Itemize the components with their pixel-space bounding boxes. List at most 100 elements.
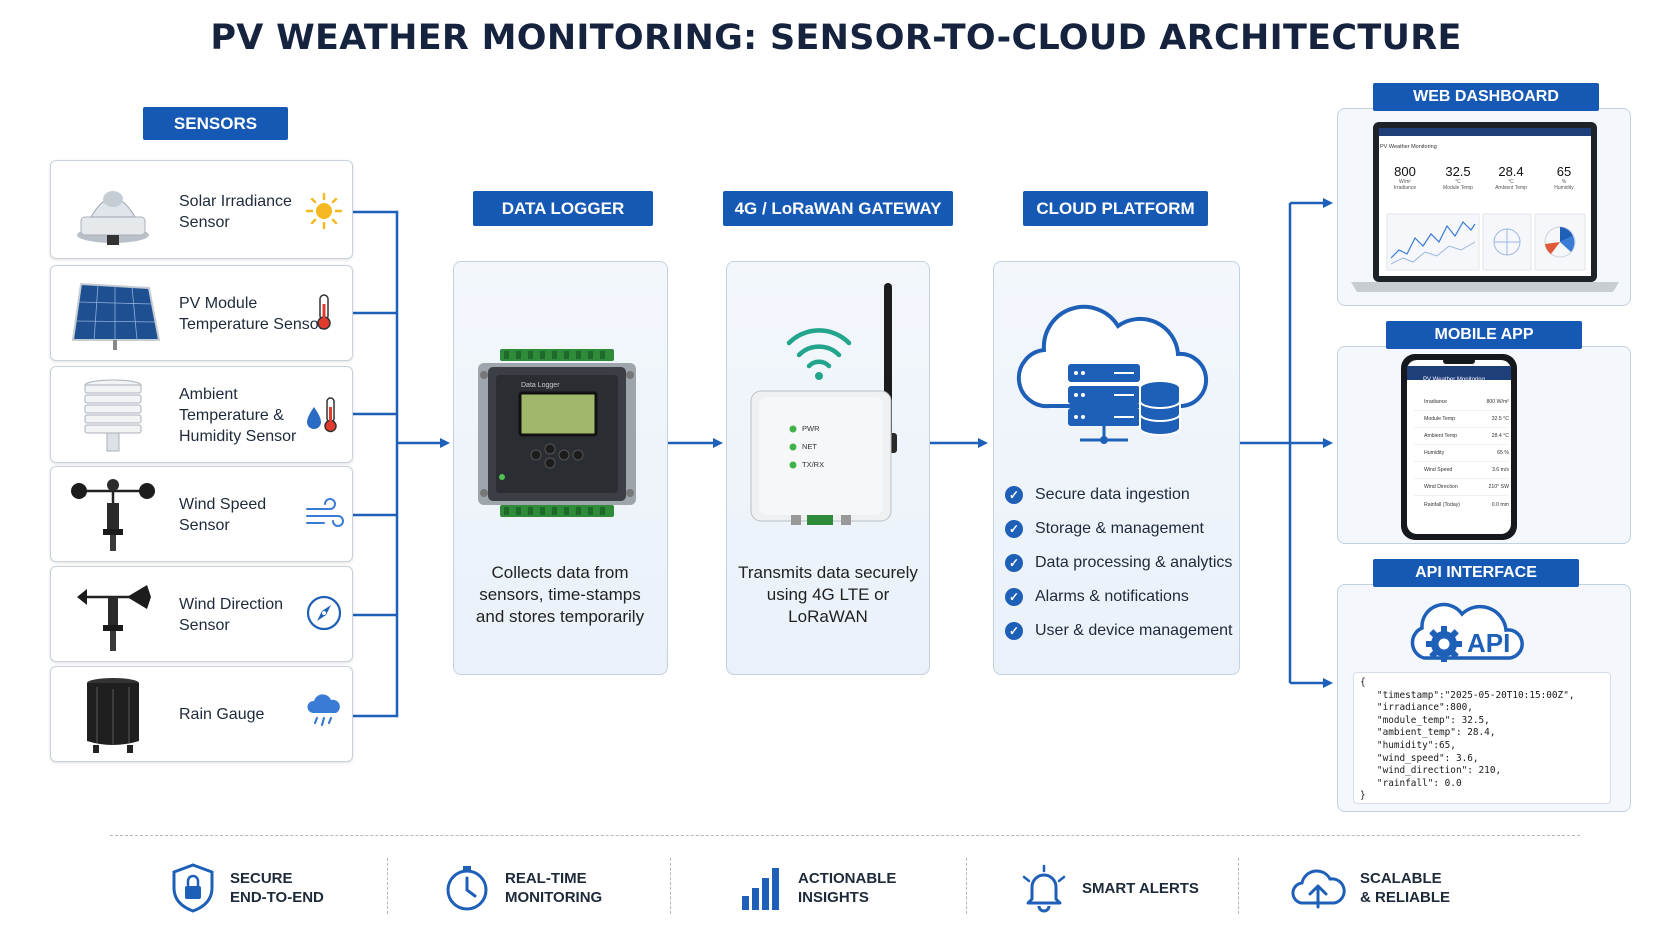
row-value: 210° SW [1488, 484, 1509, 490]
footer-scalable: SCALABLE & RELIABLE [1290, 860, 1450, 916]
footer-divider [110, 835, 1580, 836]
kpi-label: Ambient Temp [1495, 185, 1527, 191]
feature-label: Storage & management [1035, 520, 1204, 537]
phone-image [1401, 354, 1517, 540]
api-json-sample: { "timestamp":"2025-05-20T10:15:00Z", "i… [1353, 672, 1611, 804]
row-label: Humidity [1424, 450, 1445, 456]
gateway-tag: 4G / LoRaWAN GATEWAY [723, 191, 953, 226]
api-interface-tag: API INTERFACE [1373, 559, 1579, 587]
data-logger-description: Collects data from sensors, time-stamps … [475, 563, 645, 626]
row-value: 0.0 mm [1491, 501, 1509, 508]
clock-icon [446, 866, 488, 911]
radiation-shield-image [84, 379, 142, 452]
sensor-card-wind-direction: Wind Direction Sensor [50, 566, 353, 662]
row-value: 32.5 °C [1491, 416, 1509, 422]
solar-panel-image [71, 282, 161, 350]
sensor-label: Wind Speed Sensor [179, 496, 267, 534]
sensor-label: Rain Gauge [179, 706, 265, 723]
row-label: Irradiance [1424, 399, 1448, 405]
kpi-card: 800 W/m² Irradiance [1380, 164, 1430, 191]
feature-label: Data processing & analytics [1035, 554, 1233, 571]
footer-separator [966, 858, 967, 914]
api-logo-text: API [1467, 628, 1511, 658]
footer-secure: SECURE END-TO-END [170, 860, 324, 916]
kpi-value: 65 [1556, 164, 1572, 179]
led-label-pwr: PWR [802, 424, 820, 433]
row-value: 28.4 °C [1491, 433, 1509, 439]
rain-cloud-icon [307, 694, 340, 727]
kpi-label: Module Temp [1443, 185, 1473, 191]
footer-label: SCALABLE & RELIABLE [1360, 870, 1450, 906]
check-icon: ✓ [1005, 486, 1023, 504]
check-icon: ✓ [1005, 520, 1023, 538]
kpi-label: Humidity [1554, 185, 1574, 191]
mobile-app-tag: MOBILE APP [1386, 321, 1582, 349]
footer-insights: ACTIONABLE INSIGHTS [740, 860, 896, 916]
feature-item: ✓ Data processing & analytics [1005, 546, 1232, 580]
bar-chart-icon [742, 868, 779, 910]
feature-label: Secure data ingestion [1035, 486, 1190, 503]
dashboard-header: PV Weather Monitoring [1380, 144, 1437, 150]
data-logger-tag: DATA LOGGER [473, 191, 653, 226]
kpi-value: 800 [1394, 164, 1416, 179]
footer-separator [670, 858, 671, 914]
wind-icon [306, 498, 344, 527]
kpi-value: 32.5 [1445, 164, 1471, 179]
thermometer-icon [317, 294, 331, 330]
sensors-tag: SENSORS [143, 107, 288, 140]
feature-item: ✓ Secure data ingestion [1005, 478, 1232, 512]
footer-label: ACTIONABLE INSIGHTS [798, 870, 897, 906]
web-dashboard-tag: WEB DASHBOARD [1373, 83, 1599, 111]
anemometer-image [71, 479, 155, 551]
row-label: Wind Speed [1424, 467, 1453, 473]
led-label-txrx: TX/RX [802, 460, 825, 469]
cloud-feature-list: ✓ Secure data ingestion ✓ Storage & manage… [1005, 478, 1232, 648]
mobile-row: Humidity 65 % [1414, 445, 1509, 462]
sensor-card-solar-irradiance: Solar Irradiance Sensor [50, 160, 353, 259]
sensor-card-pv-module-temperature: PV Module Temperature Sensor [50, 265, 353, 361]
row-value: 65 % [1497, 450, 1509, 456]
data-logger-device-label: Data Logger [521, 382, 560, 389]
pyranometer-image [77, 191, 149, 245]
footer-label: REAL-TIME MONITORING [505, 870, 603, 906]
kpi-unit: °C [1455, 179, 1461, 185]
kpi-card: 65 % Humidity [1539, 164, 1589, 191]
check-icon: ✓ [1005, 554, 1023, 572]
compass-icon [306, 595, 342, 631]
sensor-label: PV Module Temperature Sensor [179, 295, 324, 333]
mobile-row: Wind Speed 3.6 m/s [1414, 462, 1509, 479]
row-value: 800 W/m² [1486, 399, 1509, 405]
data-logger-device [478, 349, 636, 517]
check-icon: ✓ [1005, 588, 1023, 606]
footer-separator [1238, 858, 1239, 914]
led-label-net: NET [802, 442, 817, 451]
feature-label: User & device management [1035, 622, 1233, 639]
mobile-header: PV Weather Monitoring [1423, 377, 1485, 383]
feature-item: ✓ Storage & management [1005, 512, 1232, 546]
humidity-thermometer-icon [307, 397, 337, 433]
cloud-platform-tag: CLOUD PLATFORM [1023, 191, 1208, 226]
footer-label: SECURE END-TO-END [230, 870, 324, 906]
sensor-label: Wind Direction Sensor [179, 596, 284, 634]
wifi-signal-icon [786, 328, 852, 380]
sensor-card-wind-speed: Wind Speed Sensor [50, 466, 353, 562]
gateway-description: Transmits data securely using 4G LTE or … [738, 563, 918, 626]
bell-icon [1022, 864, 1066, 913]
row-label: Rainfall (Today) [1424, 501, 1461, 508]
cloud-upload-icon [1291, 869, 1346, 909]
mobile-row: Irradiance 800 W/m² [1414, 394, 1509, 411]
footer-label: SMART ALERTS [1082, 879, 1199, 897]
kpi-value: 28.4 [1498, 164, 1524, 179]
sensor-card-rain-gauge: Rain Gauge [50, 666, 353, 762]
sensor-label: Ambient Temperature & Humidity Sensor [179, 386, 297, 445]
kpi-unit: °C [1508, 179, 1514, 185]
kpi-card: 32.5 °C Module Temp [1433, 164, 1483, 191]
shield-lock-icon [172, 863, 214, 913]
row-value: 3.6 m/s [1491, 467, 1509, 473]
footer-separator [387, 858, 388, 914]
